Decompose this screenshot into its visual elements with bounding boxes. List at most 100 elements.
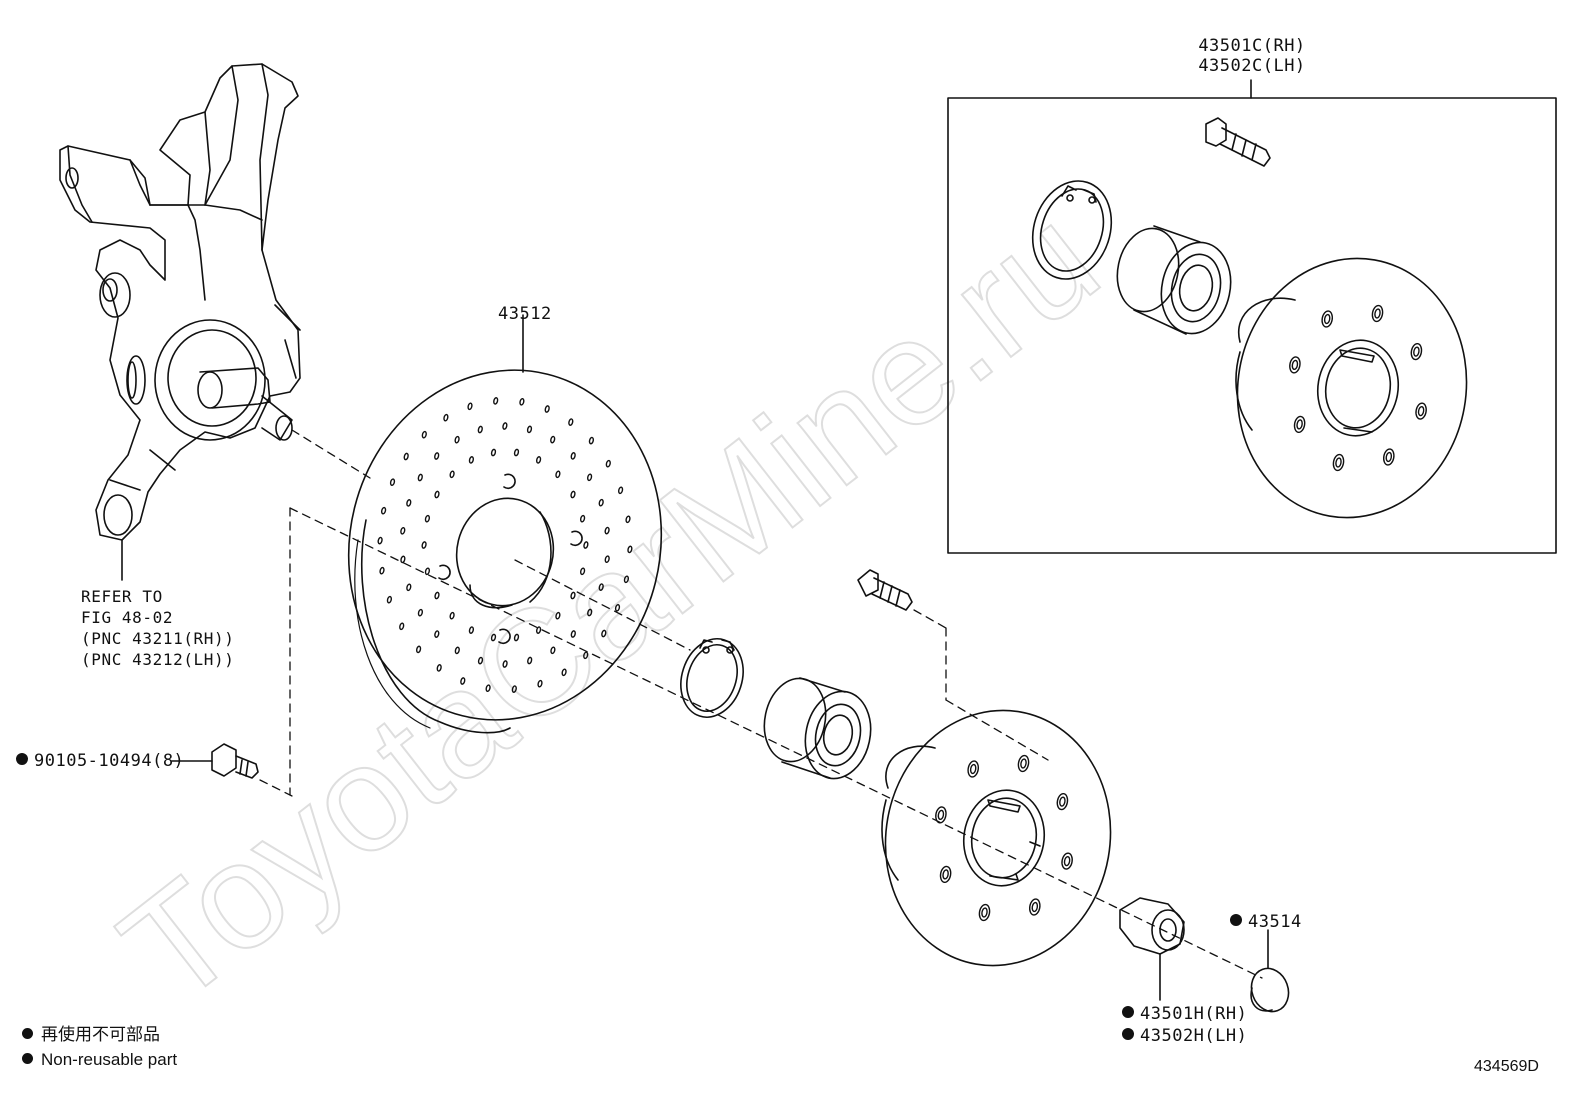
snap-ring [680,638,744,718]
hole [477,656,484,665]
hole [586,473,593,482]
legend-jp: 再使用不可部品 [22,1022,177,1047]
hole [468,626,475,634]
axle-hub [881,709,1112,967]
hole [583,541,589,549]
hole [1031,901,1039,913]
hole [454,435,460,444]
hole [535,626,542,634]
hole [579,514,586,523]
hole [1291,359,1299,371]
hole [1020,758,1027,769]
hole [570,591,576,600]
hole [421,541,427,549]
hole [537,679,543,688]
ref-line-3: (PNC 43211(RH)) [81,629,235,648]
hole [493,397,499,405]
hole [623,575,630,584]
hole [467,402,473,411]
hole [969,763,977,775]
hole [555,611,561,620]
label-bolt-text: 90105-10494(8) [34,751,185,771]
diagram-id: 434569D [1474,1058,1539,1075]
hole [1289,356,1301,374]
hole [583,651,589,660]
hole [1410,342,1423,361]
hole [389,478,396,487]
hole [417,608,424,617]
hole [617,486,624,495]
hole [468,456,475,464]
hole [550,646,556,655]
steering-knuckle [59,63,301,581]
hole [981,907,988,918]
hole [942,869,949,880]
label-knuckle-reference[interactable]: REFER TO FIG 48-02 (PNC 43211(RH)) (PNC … [81,586,235,670]
hole [502,660,508,668]
label-grease-cap-text: 43514 [1248,912,1302,932]
hole [399,622,405,631]
hub-kit-inset [947,79,1557,554]
label-hub-kit[interactable]: 43501C(RH) 43502C(LH) [1198,36,1306,76]
hole [490,448,497,457]
disc-drill-holes [377,397,633,693]
hole [386,595,393,604]
hole [424,567,431,576]
hole [421,430,427,439]
hole [1296,419,1303,430]
non-reusable-dot-icon [1122,1028,1134,1040]
hole [1335,457,1342,468]
hole [513,633,520,642]
hole [403,452,409,461]
hole [1332,453,1345,472]
legend-en: Non-reusable part [22,1047,177,1072]
hole [1385,451,1393,463]
label-hub-nut[interactable]: 43501H(RH) 43502H(LH) [1122,1003,1247,1047]
ref-line-2: FIG 48-02 [81,608,174,627]
legend: 再使用不可部品 Non-reusable part [22,1022,177,1072]
assembly-lines [259,429,1263,979]
hole [967,760,980,778]
hole [379,566,385,575]
hole [1415,402,1427,420]
hole [449,470,455,479]
hole [434,630,440,638]
hole [978,903,991,922]
hole [627,545,633,554]
hole [555,470,561,479]
hole [1017,754,1030,773]
label-bolt[interactable]: 90105-10494(8) [16,751,184,771]
ref-line-4: (PNC 43212(LH)) [81,650,235,669]
hole [490,633,497,642]
hole [443,413,449,422]
hole [526,425,533,434]
hole [1321,310,1334,328]
ref-line-1: REFER TO [81,587,163,606]
hole [561,668,567,677]
mounting-bolt [171,743,259,779]
hole [614,603,621,612]
hole [588,436,595,445]
wheel-bearing [763,677,872,780]
hole [1028,898,1041,916]
label-grease-cap[interactable]: 43514 [1230,912,1302,932]
label-disc[interactable]: 43512 [498,304,552,324]
hole [511,685,517,693]
hole [460,677,466,685]
hole [377,536,383,545]
hole [513,448,520,457]
hole [550,435,556,444]
hole [434,452,440,460]
label-hub-kit-rh: 43501C(RH) [1198,36,1306,56]
hole [415,645,422,654]
hole [1413,346,1420,357]
legend-dot-icon [22,1053,33,1065]
hole [1061,852,1073,870]
hole [436,664,442,672]
label-hub-nut-lh: 43502H(LH) [1122,1025,1247,1047]
hole [449,611,455,620]
non-reusable-dot-icon [16,753,28,765]
hole [939,865,952,884]
